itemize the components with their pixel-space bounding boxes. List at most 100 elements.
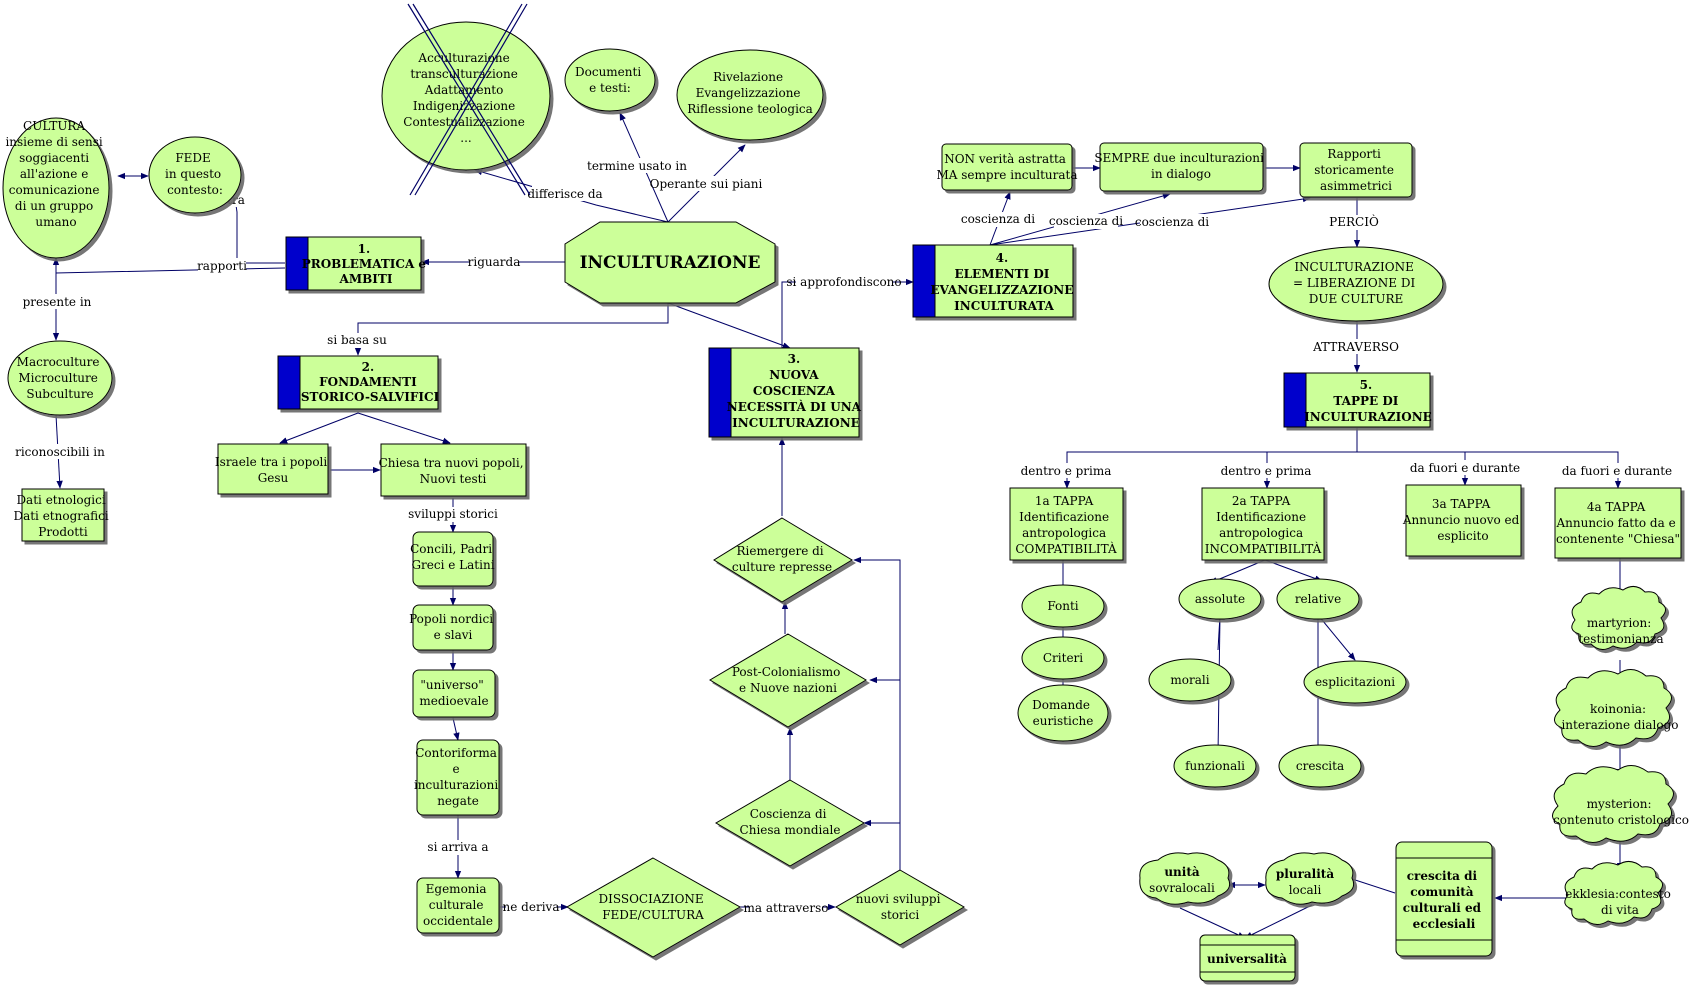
svg-text:Criteri: Criteri	[1043, 651, 1083, 665]
node-morali[interactable]: morali	[1148, 658, 1232, 702]
svg-text:1. PROBLEMATICA e: 1. PROBLEMATICA e AMBITI	[302, 242, 431, 286]
svg-text:esplicitazioni: esplicitazioni	[1315, 675, 1395, 689]
node-pluralita[interactable]: pluralità locali	[1265, 852, 1355, 905]
node-acculturazione[interactable]: Acculturazione transculturazione Adattam…	[381, 3, 551, 196]
node-criteri[interactable]: Criteri	[1021, 636, 1105, 680]
svg-text:Post-Colonialismo e Nu: Post-Colonialismo e Nuove nazioni	[732, 665, 844, 695]
edge-label-ne-deriva: ne deriva	[503, 900, 560, 914]
svg-text:morali: morali	[1170, 673, 1209, 687]
edge-label-si-basa-su: si basa su	[327, 333, 387, 347]
edge-label-riguarda: riguarda	[468, 255, 521, 269]
strikethrough-line	[409, 3, 523, 196]
svg-text:4a TAPPA Annuncio fatt: 4a TAPPA Annuncio fatto da e contenente …	[1555, 500, 1680, 546]
node-tappa-1[interactable]: 1a TAPPA Identificazione antropologica C…	[1009, 487, 1124, 561]
node-inculturazione[interactable]: INCULTURAZIONE	[564, 221, 776, 304]
node-problematica[interactable]: 1. PROBLEMATICA e AMBITI	[285, 236, 431, 291]
node-unita[interactable]: unità sovralocali	[1139, 852, 1231, 905]
node-chiesa-popoli[interactable]: Chiesa tra nuovi popoli, Nuovi testi	[379, 443, 528, 497]
svg-text:3. NUOVA COSCI: 3. NUOVA COSCIENZA NECESSITÀ DI UNA INCU…	[727, 352, 865, 430]
node-sempre-due[interactable]: SEMPRE due inculturazioni in dialogo	[1094, 142, 1267, 192]
node-esplicitazioni[interactable]: esplicitazioni	[1303, 660, 1407, 704]
node-tappe[interactable]: 5. TAPPE DI INCULTURAZIONE	[1283, 372, 1432, 428]
node-israele[interactable]: Israele tra i popoli Gesu	[215, 443, 331, 495]
node-riemergere[interactable]: Riemergere di culture represse	[713, 517, 853, 603]
node-crescita-comunita[interactable]: crescita di comunità culturali ed eccles…	[1395, 841, 1493, 957]
edge-label-sviluppi-storici: sviluppi storici	[408, 507, 498, 521]
svg-text:Concili, Padri Greci e: Concili, Padri Greci e Latini	[410, 542, 496, 572]
edge-label-coscienza-di-1: coscienza di	[961, 212, 1035, 226]
edge-label-fuori-durante-1: da fuori e durante	[1410, 461, 1520, 475]
svg-text:4. ELEMENTI DI: 4. ELEMENTI DI EVANGELIZZAZIONE INCULTUR…	[930, 251, 1077, 313]
node-popoli-nordici[interactable]: Popoli nordici e slavi	[409, 604, 497, 651]
node-fonti[interactable]: Fonti	[1021, 584, 1105, 628]
node-nuovi-sviluppi[interactable]: nuovi sviluppi storici	[835, 869, 965, 946]
edge-label-fuori-durante-2: da fuori e durante	[1562, 464, 1672, 478]
svg-text:locali: locali	[1289, 883, 1322, 897]
svg-text:SEMPRE due inculturazioni: SEMPRE due inculturazioni in dialogo	[1094, 151, 1267, 181]
node-crescita[interactable]: crescita	[1278, 744, 1362, 788]
node-ekklesia[interactable]: ekklesia:contesto di vita	[1564, 861, 1675, 925]
svg-text:Macroculture Microcult: Macroculture Microculture Subculture	[17, 355, 104, 401]
svg-text:sovralocali: sovralocali	[1149, 881, 1215, 895]
node-controriforma[interactable]: Contoriforma e inculturazioni negate	[414, 739, 502, 816]
svg-text:1a TAPPA Identificazio: 1a TAPPA Identificazione antropologica C…	[1015, 494, 1117, 556]
svg-text:ekklesia:contesto di v: ekklesia:contesto di vita	[1565, 887, 1674, 917]
node-universalita[interactable]: universalità	[1199, 934, 1296, 982]
node-domande[interactable]: Domande euristiche	[1017, 684, 1109, 742]
svg-text:CULTURA insieme di sen: CULTURA insieme di sensi soggiacenti all…	[5, 119, 106, 229]
node-cultura[interactable]: CULTURA insieme di sensi soggiacenti all…	[2, 117, 110, 259]
node-tappa-4[interactable]: 4a TAPPA Annuncio fatto da e contenente …	[1554, 487, 1682, 559]
strikethrough-line	[414, 3, 528, 196]
edge-label-coscienza-di-2: coscienza di	[1049, 214, 1123, 228]
node-macroculture[interactable]: Macroculture Microculture Subculture	[7, 340, 113, 416]
svg-text:assolute: assolute	[1195, 592, 1245, 606]
node-dati[interactable]: Dati etnologici Dati etnografici Prodott…	[13, 488, 112, 542]
svg-text:Riemergere di culture: Riemergere di culture represse	[732, 544, 832, 574]
node-coscienza-chiesa[interactable]: Coscienza di Chiesa mondiale	[715, 779, 865, 867]
node-concili[interactable]: Concili, Padri Greci e Latini	[410, 531, 496, 587]
node-assolute[interactable]: assolute	[1178, 578, 1262, 620]
node-postcolonialismo[interactable]: Post-Colonialismo e Nuove nazioni	[709, 633, 867, 728]
node-martyrion[interactable]: martyrion: testimonianza	[1571, 586, 1666, 650]
svg-text:funzionali: funzionali	[1185, 759, 1245, 773]
node-rivelazione[interactable]: Rivelazione Evangelizzazione Riflessione…	[676, 49, 824, 141]
node-tappa-3[interactable]: 3a TAPPA Annuncio nuovo ed esplicito	[1402, 484, 1523, 557]
edge-label-ma-attraverso: ma attraverso	[743, 901, 828, 915]
node-fondamenti[interactable]: 2. FONDAMENTI STORICO-SALVIFICI	[277, 355, 440, 410]
node-elementi[interactable]: 4. ELEMENTI DI EVANGELIZZAZIONE INCULTUR…	[912, 244, 1078, 318]
svg-text:DISSOCIAZIONE FEDE/CUL: DISSOCIAZIONE FEDE/CULTURA	[598, 892, 707, 922]
svg-text:"universo" medioevale: "universo" medioevale	[419, 678, 488, 708]
node-tappa-2[interactable]: 2a TAPPA Identificazione antropologica I…	[1201, 487, 1325, 561]
node-mysterion[interactable]: mysterion: contenuto cristologico	[1552, 765, 1689, 843]
edge-label-si-approfondiscono: si approfondiscono	[786, 275, 901, 289]
svg-text:2. FONDAMENTI: 2. FONDAMENTI STORICO-SALVIFICI	[301, 360, 440, 404]
svg-text:Israele tra i popoli G: Israele tra i popoli Gesu	[215, 455, 331, 485]
svg-text:nuovi sviluppi storici: nuovi sviluppi storici	[856, 892, 944, 922]
svg-text:crescita: crescita	[1296, 759, 1344, 773]
svg-text:Dati etnologici Dati e: Dati etnologici Dati etnografici Prodott…	[13, 493, 112, 539]
node-fede[interactable]: FEDE in questo contesto:	[148, 136, 242, 214]
node-liberazione[interactable]: INCULTURAZIONE = LIBERAZIONE DI DUE CULT…	[1268, 246, 1444, 322]
edge-label-dentro-prima-2: dentro e prima	[1221, 464, 1312, 478]
node-documenti[interactable]: Documenti e testi:	[564, 48, 656, 112]
node-non-verita[interactable]: NON verità astratta MA sempre inculturat…	[936, 143, 1078, 191]
node-koinonia[interactable]: koinonia: interazione dialogo	[1554, 669, 1679, 747]
svg-text:relative: relative	[1295, 592, 1341, 606]
edge-label-attraverso: ATTRAVERSO	[1312, 340, 1399, 354]
svg-text:Egemonia culturale: Egemonia culturale occidentale	[423, 882, 493, 928]
node-relative[interactable]: relative	[1276, 578, 1360, 620]
svg-text:Documenti e testi:: Documenti e testi:	[575, 65, 645, 95]
node-rapporti-asimmetrici[interactable]: Rapporti storicamente asimmetrici	[1299, 142, 1413, 198]
svg-text:NON verità astratta MA: NON verità astratta MA sempre inculturat…	[936, 152, 1077, 182]
node-nuova-coscienza[interactable]: 3. NUOVA COSCIENZA NECESSITÀ DI UNA INCU…	[708, 347, 865, 438]
node-dissociazione[interactable]: DISSOCIAZIONE FEDE/CULTURA	[565, 857, 742, 958]
edge-labels: tra rapporti riguarda differisce da term…	[15, 158, 1672, 915]
edge-label-dentro-prima-1: dentro e prima	[1021, 464, 1112, 478]
svg-text:Rivelazione Evangelizz: Rivelazione Evangelizzazione Riflessione…	[687, 70, 813, 116]
svg-text:INCULTURAZIONE = LIBER: INCULTURAZIONE = LIBERAZIONE DI DUE CULT…	[1293, 260, 1419, 306]
node-universo[interactable]: "universo" medioevale	[412, 669, 496, 718]
edge-label-si-arriva-a: si arriva a	[427, 840, 488, 854]
node-egemonia[interactable]: Egemonia culturale occidentale	[416, 877, 500, 934]
svg-text:Coscienza di Chiesa mo: Coscienza di Chiesa mondiale	[740, 807, 841, 837]
node-funzionali[interactable]: funzionali	[1173, 744, 1257, 788]
